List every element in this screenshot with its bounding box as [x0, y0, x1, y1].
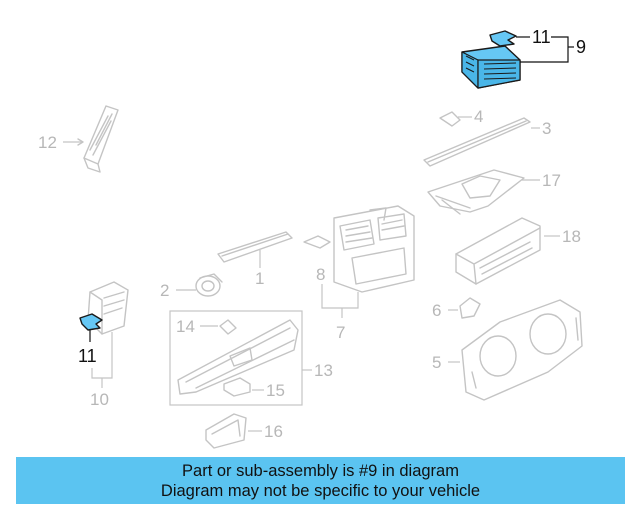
callout-4: 4: [474, 107, 483, 126]
callout-8: 8: [316, 265, 325, 284]
part-17-trim-panel[interactable]: [427, 169, 525, 215]
callout-11-top: 11: [532, 27, 551, 47]
callout-5: 5: [432, 353, 441, 372]
callout-11-left: 11: [78, 346, 97, 366]
part-9-air-vent[interactable]: [461, 45, 521, 89]
part-8-clip[interactable]: [303, 235, 331, 249]
callout-13: 13: [314, 361, 333, 380]
part-15-switch[interactable]: [223, 377, 251, 397]
callout-12: 12: [38, 133, 57, 152]
callout-16: 16: [264, 422, 283, 441]
callout-10: 10: [90, 390, 109, 409]
banner-line-1: Part or sub-assembly is #9 in diagram: [182, 462, 459, 480]
part-3-trim-strip[interactable]: [423, 117, 531, 167]
part-16-glove-box[interactable]: [205, 413, 247, 449]
part-1-strip[interactable]: [217, 231, 293, 263]
callout-15: 15: [266, 381, 285, 400]
callout-14: 14: [176, 317, 195, 336]
part-2-ring[interactable]: [195, 273, 223, 297]
part-18-module[interactable]: [455, 217, 541, 285]
part-6-clip[interactable]: [459, 297, 481, 319]
part-11-clip-top[interactable]: [489, 30, 517, 47]
callout-3: 3: [542, 119, 551, 138]
callout-18: 18: [562, 227, 581, 246]
callout-6: 6: [432, 301, 441, 320]
callout-17: 17: [542, 171, 561, 190]
part-11-clip-left[interactable]: [79, 313, 103, 331]
part-12-side-vent[interactable]: [83, 105, 119, 173]
callout-1: 1: [255, 269, 264, 288]
part-10-left-vent[interactable]: [87, 281, 129, 335]
banner-line-2: Diagram may not be specific to your vehi…: [160, 482, 481, 500]
part-13-lower-panel[interactable]: [177, 319, 299, 395]
callout-9: 9: [576, 37, 586, 57]
callout-7: 7: [336, 323, 345, 342]
part-4-clip[interactable]: [439, 111, 461, 127]
callout-2: 2: [160, 281, 169, 300]
part-7-center-bezel[interactable]: [333, 205, 415, 293]
parts-diagram: 11 9 12 4 3 17 18: [38, 27, 586, 449]
info-banner: Part or sub-assembly is #9 in diagram Di…: [16, 457, 625, 504]
part-14-clip[interactable]: [219, 319, 237, 335]
part-5-instrument-cluster[interactable]: [461, 299, 583, 401]
